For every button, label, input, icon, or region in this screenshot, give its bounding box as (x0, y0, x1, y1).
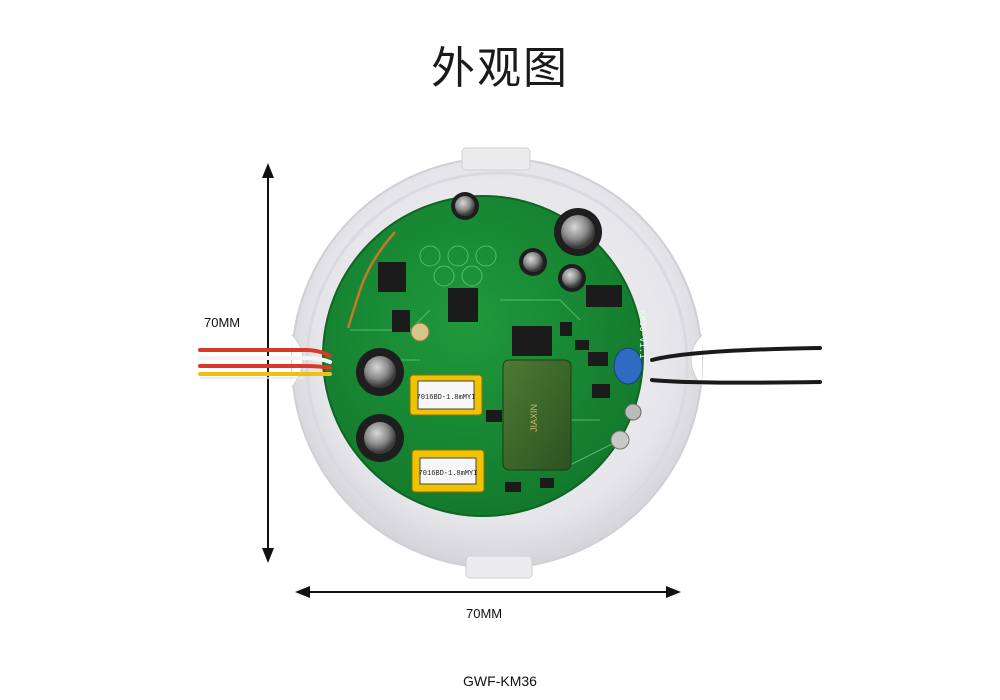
height-dimension-arrow (262, 163, 274, 563)
transformer-upper-label: 7016BD-1.8mMYI (417, 394, 476, 402)
height-dimension-label: 70MM (204, 315, 241, 330)
wires-right (650, 346, 822, 385)
capacitor-top-left (451, 192, 479, 220)
ic-chips (378, 262, 622, 492)
model-name: GWF-KM36 (463, 673, 537, 689)
film-capacitor-label: JIAXIN (529, 404, 539, 432)
board-mark: KM36-V1.1 (637, 310, 647, 359)
film-capacitor: JIAXIN (502, 359, 572, 471)
transformer-upper: 7016BD-1.8mMYI (409, 374, 483, 416)
capacitor-mid (519, 248, 547, 276)
transformer-lower-label: 7016BD-1.8mMYI (419, 470, 478, 478)
y-capacitor (613, 347, 643, 385)
capacitor-left-upper (356, 348, 404, 396)
page-title: 外观图 (431, 43, 569, 94)
antenna-wire (346, 231, 396, 329)
wires-left (198, 348, 332, 379)
capacitor-large-top (554, 208, 602, 256)
capacitor-left-lower (356, 414, 404, 462)
width-dimension-arrow (295, 586, 681, 598)
capacitor-mid-right (558, 264, 586, 292)
transformer-lower: 7016BD-1.8mMYI (411, 449, 485, 493)
width-dimension-label: 70MM (466, 606, 503, 621)
